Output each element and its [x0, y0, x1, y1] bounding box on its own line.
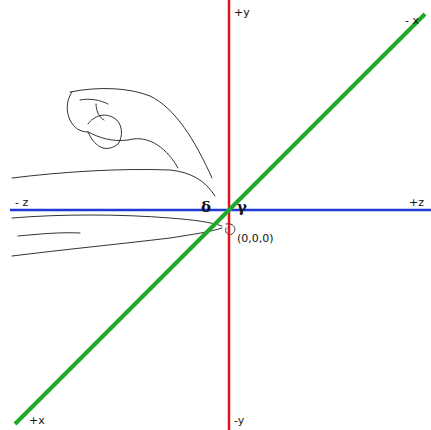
- origin-label: (0,0,0): [236, 232, 275, 245]
- axis-label: +z: [408, 196, 425, 209]
- x-axis: [15, 14, 425, 424]
- arm-sketch: [12, 89, 235, 256]
- angle-label: γ: [236, 199, 248, 216]
- angle-label: δ: [200, 199, 212, 216]
- axis-label: +x: [28, 414, 46, 427]
- axis-label: +y: [233, 6, 251, 19]
- axis-label: - x: [404, 14, 420, 27]
- z-axis: [10, 209, 431, 212]
- y-axis: [228, 0, 231, 430]
- axis-label: -y: [233, 414, 245, 427]
- axis-label: - z: [14, 196, 29, 209]
